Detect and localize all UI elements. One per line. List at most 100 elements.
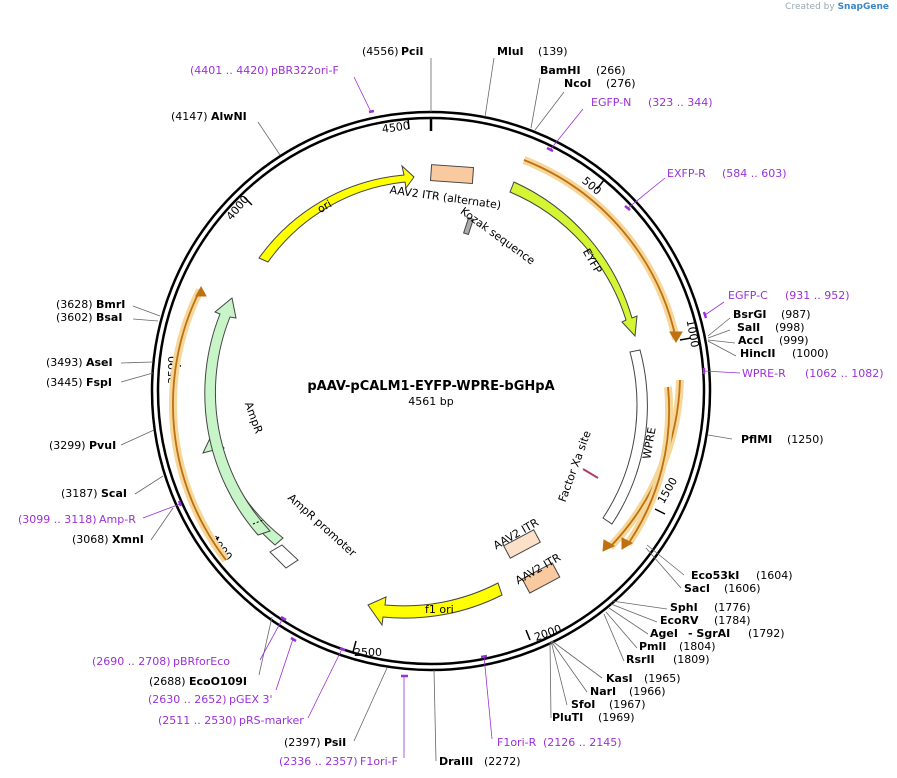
sfoi-pos: (1967)	[609, 698, 646, 711]
ncoi-pos: (276)	[606, 77, 636, 90]
pmli-pos: (1804)	[679, 640, 716, 653]
highlight-arrowheads	[195, 285, 683, 552]
pvui-name[interactable]: PvuI	[89, 439, 116, 452]
f1ori-r-name[interactable]: F1ori-R	[497, 736, 537, 749]
acci-pos: (999)	[779, 334, 809, 347]
sali-name[interactable]: SalI	[737, 321, 760, 334]
egfp-c-range: (931 .. 952)	[785, 289, 850, 302]
bamhi-name[interactable]: BamHI	[540, 64, 581, 77]
tick-4500: 4500	[381, 119, 411, 136]
eco53ki-pos: (1604)	[756, 569, 793, 582]
ori-label: ori	[315, 197, 334, 215]
egfp-n-name[interactable]: EGFP-N	[591, 96, 631, 109]
aav2-itr-alternate-label: AAV2 ITR (alternate)	[389, 183, 502, 212]
snapgene-brand: Created by SnapGene	[785, 2, 889, 12]
bmri-name[interactable]: BmrI	[96, 298, 125, 311]
kasi-name[interactable]: KasI	[606, 672, 633, 685]
bsrgi-name[interactable]: BsrGI	[733, 308, 766, 321]
fspi-name[interactable]: FspI	[86, 376, 112, 389]
kozak-label: Kozak sequence	[458, 205, 538, 268]
psii-name[interactable]: PsiI	[324, 736, 346, 749]
nari-pos: (1966)	[629, 685, 666, 698]
aav2-itr-alternate-feature[interactable]	[429, 164, 475, 185]
ecorv-name[interactable]: EcoRV	[660, 614, 699, 627]
exfp-r-range: (584 .. 603)	[722, 167, 787, 180]
bamhi-pos: (266)	[596, 64, 626, 77]
aav2-itr-1-feature[interactable]	[503, 529, 541, 559]
sgrai-name[interactable]: - SgrAI	[688, 627, 730, 640]
fspi-pos: (3445)	[46, 376, 83, 389]
ampr-feature[interactable]	[204, 297, 271, 536]
agei-name[interactable]: AgeI	[650, 627, 678, 640]
pmli-name[interactable]: PmlI	[639, 640, 666, 653]
scai-name[interactable]: ScaI	[101, 487, 127, 500]
ncoi-name[interactable]: NcoI	[564, 77, 591, 90]
pflmi-name[interactable]: PflMI	[741, 433, 772, 446]
draiii-pos: (2272)	[484, 755, 521, 768]
pbr322ori-f-name[interactable]: pBR322ori-F	[271, 64, 339, 77]
eco0109i-name[interactable]: EcoO109I	[189, 675, 247, 688]
wpre-r-range: (1062 .. 1082)	[805, 367, 884, 380]
pluti-pos: (1969)	[598, 711, 635, 724]
wpre-label: WPRE	[640, 426, 658, 460]
prs-marker-range: (2511 .. 2530)	[158, 714, 237, 727]
eco0109i-pos: (2688)	[149, 675, 186, 688]
tick-1000: 1000	[684, 319, 702, 349]
ampr-label: AmpR	[242, 400, 266, 436]
pgex3-range: (2630 .. 2652)	[148, 693, 227, 706]
f1ori-f-name[interactable]: F1ori-F	[360, 755, 398, 768]
nari-name[interactable]: NarI	[590, 685, 616, 698]
wpre-feature[interactable]	[602, 349, 648, 525]
ampr-promoter-feature[interactable]	[269, 544, 299, 569]
factor-xa-feature[interactable]	[582, 468, 599, 479]
rsrii-name[interactable]: RsrII	[626, 653, 655, 666]
pluti-name[interactable]: PluTI	[552, 711, 583, 724]
sfoi-name[interactable]: SfoI	[571, 698, 595, 711]
xmni-pos: (3068)	[72, 533, 109, 546]
amp-r-name[interactable]: Amp-R	[99, 513, 136, 526]
saci-pos: (1606)	[724, 582, 761, 595]
agei-pos: (1792)	[748, 627, 785, 640]
asei-pos: (3493)	[46, 356, 83, 369]
aav2-itr-2-feature[interactable]	[521, 562, 561, 594]
bmri-pos: (3628)	[56, 298, 93, 311]
bsrgi-pos: (987)	[781, 308, 811, 321]
saci-name[interactable]: SacI	[684, 582, 710, 595]
alwni-pos: (4147)	[171, 110, 208, 123]
egfp-c-name[interactable]: EGFP-C	[728, 289, 768, 302]
acci-name[interactable]: AccI	[738, 334, 764, 347]
pgex3-name[interactable]: pGEX 3'	[229, 693, 273, 706]
sali-pos: (998)	[775, 321, 805, 334]
rsrii-pos: (1809)	[673, 653, 710, 666]
primer-labels: (4401 .. 4420) pBR322ori-F EGFP-N (323 .…	[18, 64, 884, 768]
kozak-feature[interactable]	[462, 217, 474, 236]
pbrforeco-name[interactable]: pBRforEco	[173, 655, 230, 668]
mlui-pos: (139)	[538, 45, 568, 58]
eyfp-feature[interactable]	[509, 181, 638, 338]
f1-ori-feature[interactable]	[367, 582, 503, 627]
enzyme-leaders	[120, 57, 737, 762]
pcii-pos: (4556)	[362, 45, 399, 58]
mlui-name[interactable]: MluI	[497, 45, 524, 58]
amp-r-range: (3099 .. 3118)	[18, 513, 97, 526]
prs-marker-name[interactable]: pRS-marker	[239, 714, 304, 727]
asei-name[interactable]: AseI	[86, 356, 113, 369]
eco53ki-name[interactable]: Eco53kI	[691, 569, 739, 582]
kasi-pos: (1965)	[644, 672, 681, 685]
alwni-name[interactable]: AlwNI	[211, 110, 247, 123]
ori-feature[interactable]	[258, 164, 415, 263]
snapgene-logo: SnapGene	[837, 2, 889, 12]
bsai-pos: (3602)	[56, 311, 93, 324]
bsai-name[interactable]: BsaI	[96, 311, 122, 324]
exfp-r-name[interactable]: EXFP-R	[667, 167, 706, 180]
wpre-r-name[interactable]: WPRE-R	[742, 367, 786, 380]
sphi-pos: (1776)	[714, 601, 751, 614]
pcii-name[interactable]: PciI	[401, 45, 423, 58]
xmni-name[interactable]: XmnI	[112, 533, 144, 546]
sphi-name[interactable]: SphI	[670, 601, 698, 614]
ecorv-pos: (1784)	[714, 614, 751, 627]
brand-prefix: Created by	[785, 2, 835, 12]
draiii-name[interactable]: DraIII	[439, 755, 473, 768]
hincii-name[interactable]: HincII	[740, 347, 776, 360]
